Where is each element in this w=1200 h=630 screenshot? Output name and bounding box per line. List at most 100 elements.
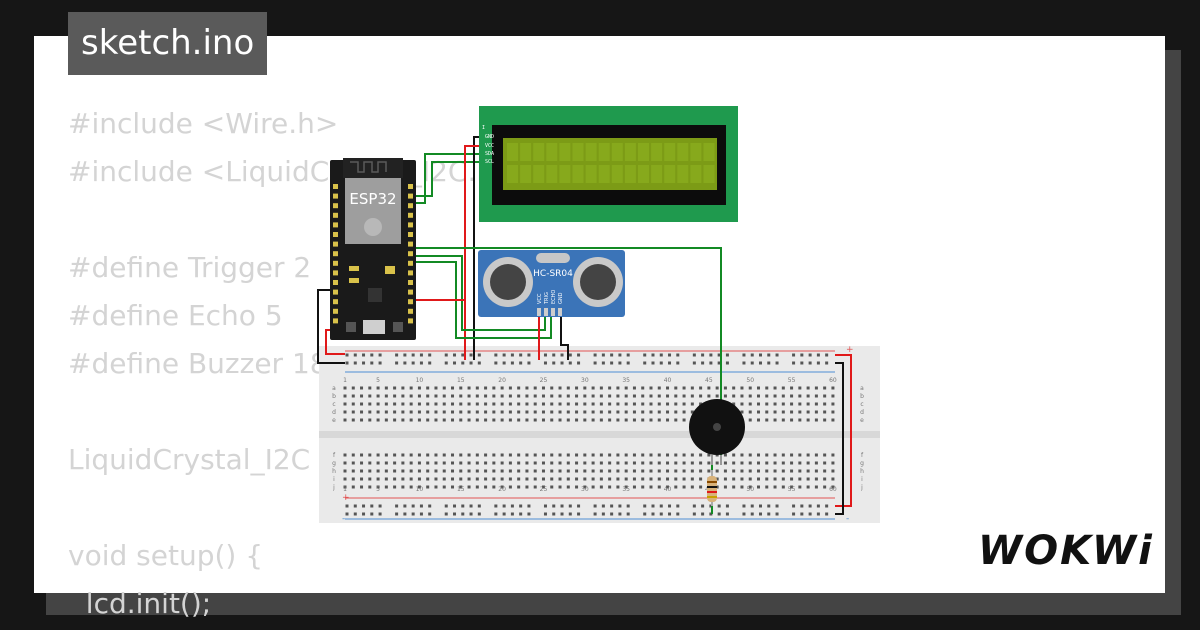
rail-hole — [709, 361, 713, 365]
breadboard-hole — [442, 418, 446, 422]
breadboard-hole — [649, 410, 653, 414]
breadboard-hole — [583, 418, 587, 422]
breadboard-hole — [343, 485, 347, 489]
breadboard-hole — [343, 386, 347, 390]
rail-hole — [502, 504, 506, 508]
esp32-pin — [408, 260, 413, 266]
breadboard-hole — [541, 469, 545, 473]
breadboard-hole — [409, 469, 413, 473]
breadboard-hole — [351, 394, 355, 398]
breadboard-hole — [566, 386, 570, 390]
rail-hole — [692, 504, 696, 508]
rail-hole — [800, 353, 804, 357]
lcd-display[interactable]: I GND VCC SDA SCL — [479, 106, 738, 222]
rail-hole — [510, 361, 514, 365]
esp32-pin — [408, 222, 413, 228]
breadboard-hole — [442, 453, 446, 457]
row-letter: i — [861, 476, 863, 483]
en-button[interactable] — [393, 322, 403, 332]
breadboard-hole — [790, 461, 794, 465]
breadboard-hole — [484, 402, 488, 406]
breadboard-hole — [674, 402, 678, 406]
buzzer[interactable] — [689, 399, 745, 465]
breadboard-hole — [608, 418, 612, 422]
rail-hole — [800, 504, 804, 508]
breadboard-hole — [517, 386, 521, 390]
breadboard-hole — [649, 402, 653, 406]
lcd-cell — [572, 143, 584, 161]
breadboard-hole — [690, 461, 694, 465]
breadboard-hole — [533, 453, 537, 457]
breadboard-hole — [765, 402, 769, 406]
rail-hole — [577, 353, 581, 357]
breadboard-hole — [748, 418, 752, 422]
rail-hole — [651, 361, 655, 365]
breadboard-hole — [624, 485, 628, 489]
breadboard-hole — [682, 410, 686, 414]
breadboard[interactable]: + + - - 11551010151520202525303035354040… — [319, 345, 880, 524]
breadboard-hole — [781, 461, 785, 465]
breadboard-hole — [682, 418, 686, 422]
breadboard-hole — [558, 418, 562, 422]
rail-hole — [461, 504, 465, 508]
code-line: lcd.init(); — [68, 587, 212, 620]
esp32-pin — [333, 308, 338, 314]
rail-hole — [345, 353, 349, 357]
rail-hole — [477, 504, 481, 508]
breadboard-hole — [508, 386, 512, 390]
breadboard-hole — [624, 461, 628, 465]
ultrasonic-sensor[interactable]: HC-SR04 VCC TRIG ECHO GND — [478, 250, 625, 317]
rail-hole — [453, 512, 457, 516]
column-number: 50 — [746, 377, 754, 384]
breadboard-hole — [434, 485, 438, 489]
rail-hole — [825, 353, 829, 357]
breadboard-hole — [599, 402, 603, 406]
breadboard-hole — [814, 469, 818, 473]
breadboard-hole — [550, 394, 554, 398]
breadboard-hole — [740, 453, 744, 457]
breadboard-hole — [715, 477, 719, 481]
antenna-trace — [350, 161, 387, 173]
rail-hole — [593, 353, 597, 357]
column-number: 15 — [457, 377, 465, 384]
breadboard-hole — [657, 461, 661, 465]
breadboard-hole — [351, 461, 355, 465]
breadboard-hole — [475, 469, 479, 473]
rail-hole — [477, 512, 481, 516]
breadboard-hole — [748, 453, 752, 457]
breadboard-hole — [757, 469, 760, 473]
rail-hole — [742, 504, 746, 508]
breadboard-hole — [517, 469, 521, 473]
breadboard-hole — [492, 453, 496, 457]
breadboard-hole — [368, 386, 372, 390]
breadboard-hole — [674, 418, 678, 422]
breadboard-hole — [781, 386, 785, 390]
breadboard-hole — [641, 410, 645, 414]
boot-button[interactable] — [346, 322, 356, 332]
rail-hole — [800, 361, 804, 365]
breadboard-hole — [649, 477, 653, 481]
row-letter: i — [333, 476, 335, 483]
breadboard-hole — [384, 386, 388, 390]
breadboard-hole — [757, 485, 760, 489]
breadboard-hole — [426, 386, 430, 390]
breadboard-hole — [500, 418, 504, 422]
breadboard-hole — [740, 402, 744, 406]
breadboard-hole — [558, 469, 562, 473]
rail-hole — [725, 512, 729, 516]
breadboard-hole — [765, 386, 769, 390]
rail-hole — [742, 353, 746, 357]
breadboard-hole — [682, 453, 686, 457]
breadboard-hole — [384, 410, 388, 414]
rail-hole — [610, 353, 614, 357]
file-tab[interactable]: sketch.ino — [68, 12, 268, 75]
breadboard-hole — [699, 461, 703, 465]
breadboard-hole — [823, 461, 827, 465]
rail-hole — [618, 512, 622, 516]
breadboard-hole — [806, 386, 810, 390]
resistor[interactable] — [707, 470, 717, 506]
wokwi-logo[interactable]: WOKWi — [978, 528, 1154, 574]
esp32-board[interactable]: ESP32 — [330, 158, 416, 340]
rail-hole — [510, 353, 514, 357]
